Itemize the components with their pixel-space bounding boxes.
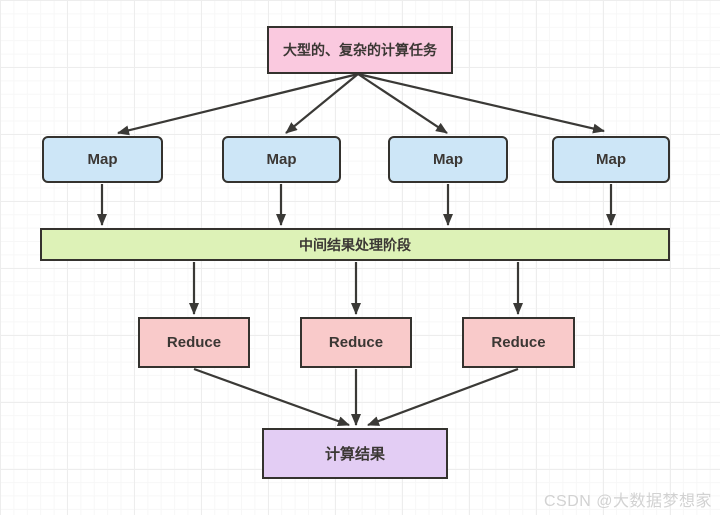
node-reduce-3: Reduce bbox=[462, 317, 575, 368]
node-reduce-1: Reduce bbox=[138, 317, 250, 368]
node-task: 大型的、复杂的计算任务 bbox=[267, 26, 453, 74]
node-shuffle-bar: 中间结果处理阶段 bbox=[40, 228, 670, 261]
node-map-4: Map bbox=[552, 136, 670, 183]
node-reduce-3-label: Reduce bbox=[491, 334, 546, 351]
node-reduce-2: Reduce bbox=[300, 317, 412, 368]
node-map-2: Map bbox=[222, 136, 341, 183]
edge-task-map1 bbox=[117, 72, 359, 136]
node-reduce-2-label: Reduce bbox=[328, 334, 384, 351]
node-result-label: 计算结果 bbox=[324, 446, 385, 463]
node-task-label: 大型的、复杂的计算任务 bbox=[283, 42, 437, 58]
watermark-text: CSDN @大数据梦想家 bbox=[543, 493, 712, 510]
watermark: CSDN @大数据梦想家 bbox=[544, 487, 712, 511]
node-map-3-label: Map bbox=[433, 151, 463, 168]
node-map-1-label: Map bbox=[87, 151, 118, 168]
node-result: 计算结果 bbox=[262, 428, 448, 479]
edge-task-map2 bbox=[285, 73, 359, 134]
node-map-4-label: Map bbox=[596, 151, 626, 168]
node-map-3: Map bbox=[388, 136, 508, 183]
node-shuffle-label: 中间结果处理阶段 bbox=[299, 236, 411, 253]
edge-task-map4 bbox=[357, 72, 605, 134]
edge-task-map3 bbox=[357, 73, 448, 134]
edge-reduce1-result bbox=[193, 367, 350, 427]
node-map-2-label: Map bbox=[266, 151, 297, 168]
node-map-1: Map bbox=[42, 136, 163, 183]
edge-reduce3-result bbox=[367, 367, 519, 427]
node-reduce-1-label: Reduce bbox=[166, 334, 222, 351]
